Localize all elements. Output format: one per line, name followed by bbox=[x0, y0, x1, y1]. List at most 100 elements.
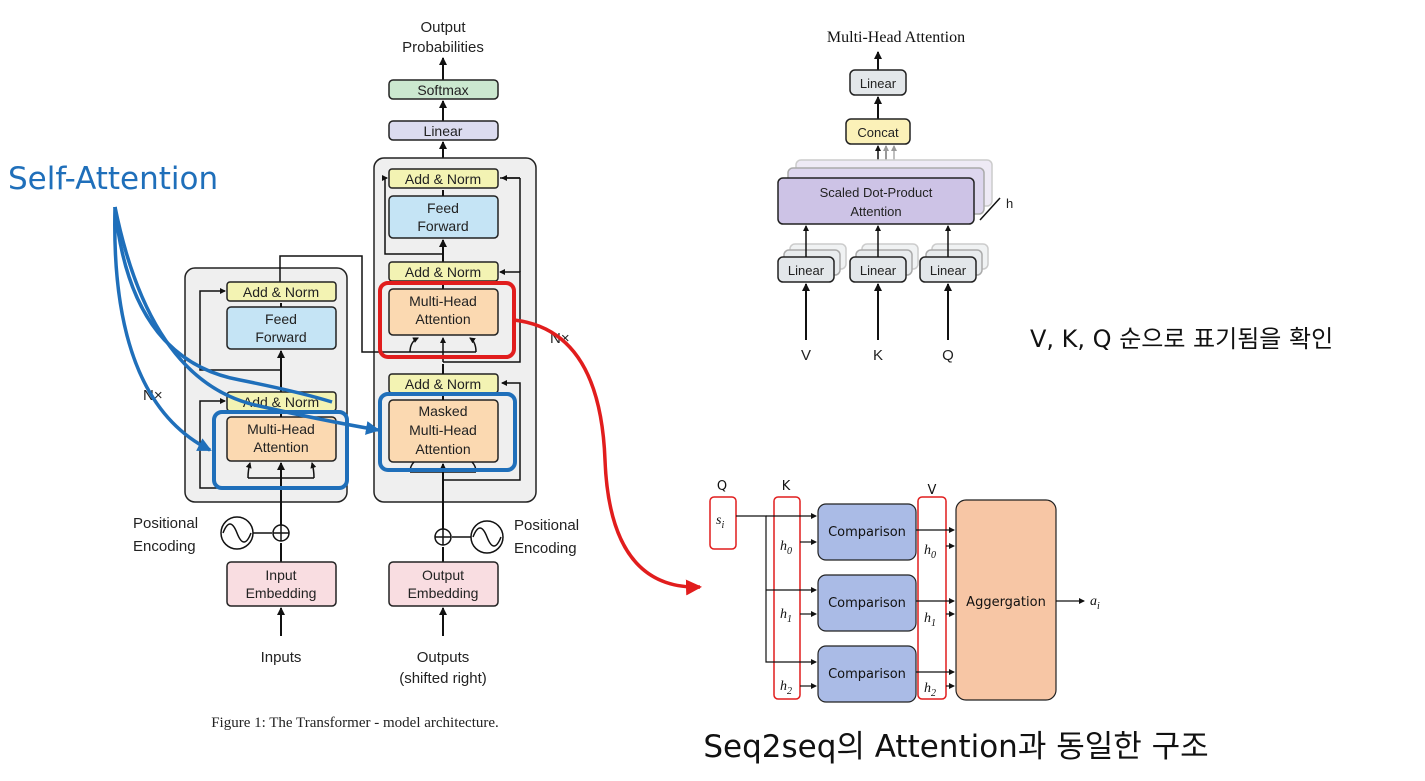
s2s-a-label: a bbox=[1090, 594, 1097, 609]
svg-text:h1: h1 bbox=[924, 611, 936, 629]
seq2seq-attention-diagram: Q K V si h0 h1 h2 h0 h1 h2 Comparison Co… bbox=[709, 479, 1100, 703]
mha-linear-top bbox=[849, 69, 907, 96]
s2s-v-h2: h bbox=[924, 681, 931, 696]
linear-box bbox=[388, 120, 499, 141]
linear-label: Linear bbox=[424, 123, 463, 139]
s2s-k-h0: h bbox=[780, 539, 787, 554]
mha-scaled-label-2: Attention bbox=[850, 204, 901, 219]
softmax-label: Softmax bbox=[417, 82, 468, 98]
mha-h-label: h bbox=[1006, 196, 1013, 211]
multi-head-attention-diagram: Multi-Head Attention Linear Concat Scale… bbox=[777, 29, 1013, 364]
output-embedding-box bbox=[388, 561, 499, 607]
s2s-v-label: V bbox=[928, 483, 937, 498]
svg-text:h2: h2 bbox=[780, 679, 792, 697]
s2s-k-label: K bbox=[782, 479, 791, 494]
s2s-s-sub: i bbox=[721, 520, 724, 531]
svg-text:ai: ai bbox=[1090, 594, 1100, 612]
self-attention-arrow-2 bbox=[113, 206, 333, 404]
decoder-pos-enc-label-2: Encoding bbox=[514, 540, 577, 557]
encoder-ff-label-2: Forward bbox=[255, 329, 306, 345]
decoder-addnorm-3-label: Add & Norm bbox=[405, 171, 481, 187]
input-embedding-label-2: Embedding bbox=[246, 585, 317, 601]
mha-linear-k-label: Linear bbox=[860, 263, 897, 278]
decoder-masked-attention-highlight bbox=[378, 392, 517, 472]
mha-scaled-dot-product bbox=[777, 177, 975, 225]
mha-title: Multi-Head Attention bbox=[827, 29, 965, 46]
output-probabilities-label-1: Output bbox=[420, 19, 466, 36]
mha-concat-label: Concat bbox=[857, 125, 899, 140]
svg-text:h0: h0 bbox=[924, 543, 936, 561]
masked-label-2: Multi-Head bbox=[409, 422, 477, 438]
input-embedding-box bbox=[226, 561, 337, 607]
s2s-aggregation bbox=[955, 499, 1057, 701]
self-attention-arrow-3 bbox=[113, 206, 380, 435]
svg-text:h0: h0 bbox=[780, 539, 792, 557]
s2s-k-h2: h bbox=[780, 679, 787, 694]
encoder-ff-label-1: Feed bbox=[265, 311, 297, 327]
decoder-ff-label-1: Feed bbox=[427, 200, 459, 216]
s2s-comparison-2-label: Comparison bbox=[828, 667, 906, 682]
cross-attention-arrow bbox=[513, 318, 702, 596]
s2s-a-sub: i bbox=[1097, 601, 1100, 612]
s2s-k-h0-sub: 0 bbox=[787, 546, 792, 557]
svg-text:h1: h1 bbox=[780, 607, 792, 625]
mha-input-q: Q bbox=[942, 347, 954, 364]
decoder-addnorm-1-label: Add & Norm bbox=[405, 376, 481, 392]
encoder-addnorm-2 bbox=[226, 281, 337, 302]
s2s-v-h0-sub: 0 bbox=[931, 550, 936, 561]
s2s-v-h1: h bbox=[924, 611, 931, 626]
decoder-cross-attn-label-2: Attention bbox=[415, 311, 470, 327]
s2s-k-h1-sub: 1 bbox=[787, 614, 792, 625]
s2s-k-h1: h bbox=[780, 607, 787, 622]
mha-note: V, K, Q 순으로 표기됨을 확인 bbox=[1030, 325, 1333, 353]
mha-linear-q-label: Linear bbox=[930, 263, 967, 278]
s2s-q-label: Q bbox=[717, 479, 727, 494]
encoder-attn-label-1: Multi-Head bbox=[247, 421, 315, 437]
decoder-ff-label-2: Forward bbox=[417, 218, 468, 234]
s2s-comparison-0 bbox=[817, 503, 917, 561]
mha-linear-top-label: Linear bbox=[860, 76, 897, 91]
outputs-label-1: Outputs bbox=[417, 649, 470, 666]
inputs-label: Inputs bbox=[261, 649, 302, 666]
mha-linear-v-stack: Linear bbox=[777, 243, 847, 283]
s2s-q-box bbox=[709, 496, 737, 550]
s2s-k-box bbox=[773, 496, 801, 700]
output-embedding-label-1: Output bbox=[422, 567, 464, 583]
s2s-v-h0: h bbox=[924, 543, 931, 558]
s2s-v-box bbox=[917, 496, 947, 700]
masked-label-3: Attention bbox=[415, 441, 470, 457]
s2s-comparison-1-label: Comparison bbox=[828, 596, 906, 611]
mha-linear-q-stack: Linear bbox=[919, 243, 989, 283]
svg-text:h2: h2 bbox=[924, 681, 936, 699]
transformer-caption: Figure 1: The Transformer - model archit… bbox=[211, 715, 499, 731]
decoder-cross-attn-label-1: Multi-Head bbox=[409, 293, 477, 309]
decoder-pos-enc-label-1: Positional bbox=[514, 517, 579, 534]
outputs-label-2: (shifted right) bbox=[399, 670, 487, 687]
s2s-comparison-2 bbox=[817, 645, 917, 703]
mha-input-v: V bbox=[801, 347, 811, 364]
decoder-addnorm-3 bbox=[388, 168, 499, 189]
encoder-attn-label-2: Attention bbox=[253, 439, 308, 455]
self-attention-arrow-1 bbox=[113, 206, 212, 452]
encoder-pos-enc-label-2: Encoding bbox=[133, 538, 196, 555]
encoder-pos-enc-label-1: Positional bbox=[133, 515, 198, 532]
s2s-v-h2-sub: 2 bbox=[931, 688, 936, 699]
s2s-aggregation-label: Aggergation bbox=[966, 595, 1046, 610]
mha-concat bbox=[845, 118, 911, 145]
transformer-diagram: Output Probabilities Softmax Linear Add … bbox=[133, 19, 579, 731]
mha-linear-k-stack: Linear bbox=[849, 243, 919, 283]
mha-scaled-label-1: Scaled Dot-Product bbox=[820, 185, 933, 200]
encoder-addnorm-2-label: Add & Norm bbox=[243, 284, 319, 300]
s2s-comparison-1 bbox=[817, 574, 917, 632]
input-embedding-label-1: Input bbox=[265, 567, 296, 583]
mha-linear-v-label: Linear bbox=[788, 263, 825, 278]
s2s-comparison-0-label: Comparison bbox=[828, 525, 906, 540]
output-embedding-label-2: Embedding bbox=[408, 585, 479, 601]
seq2seq-caption: Seq2seq의 Attention과 동일한 구조 bbox=[703, 729, 1208, 765]
s2s-v-h1-sub: 1 bbox=[931, 618, 936, 629]
s2s-s-label: s bbox=[716, 513, 722, 528]
output-probabilities-label-2: Probabilities bbox=[402, 39, 484, 56]
mha-input-k: K bbox=[873, 347, 883, 364]
masked-label-1: Masked bbox=[418, 403, 467, 419]
